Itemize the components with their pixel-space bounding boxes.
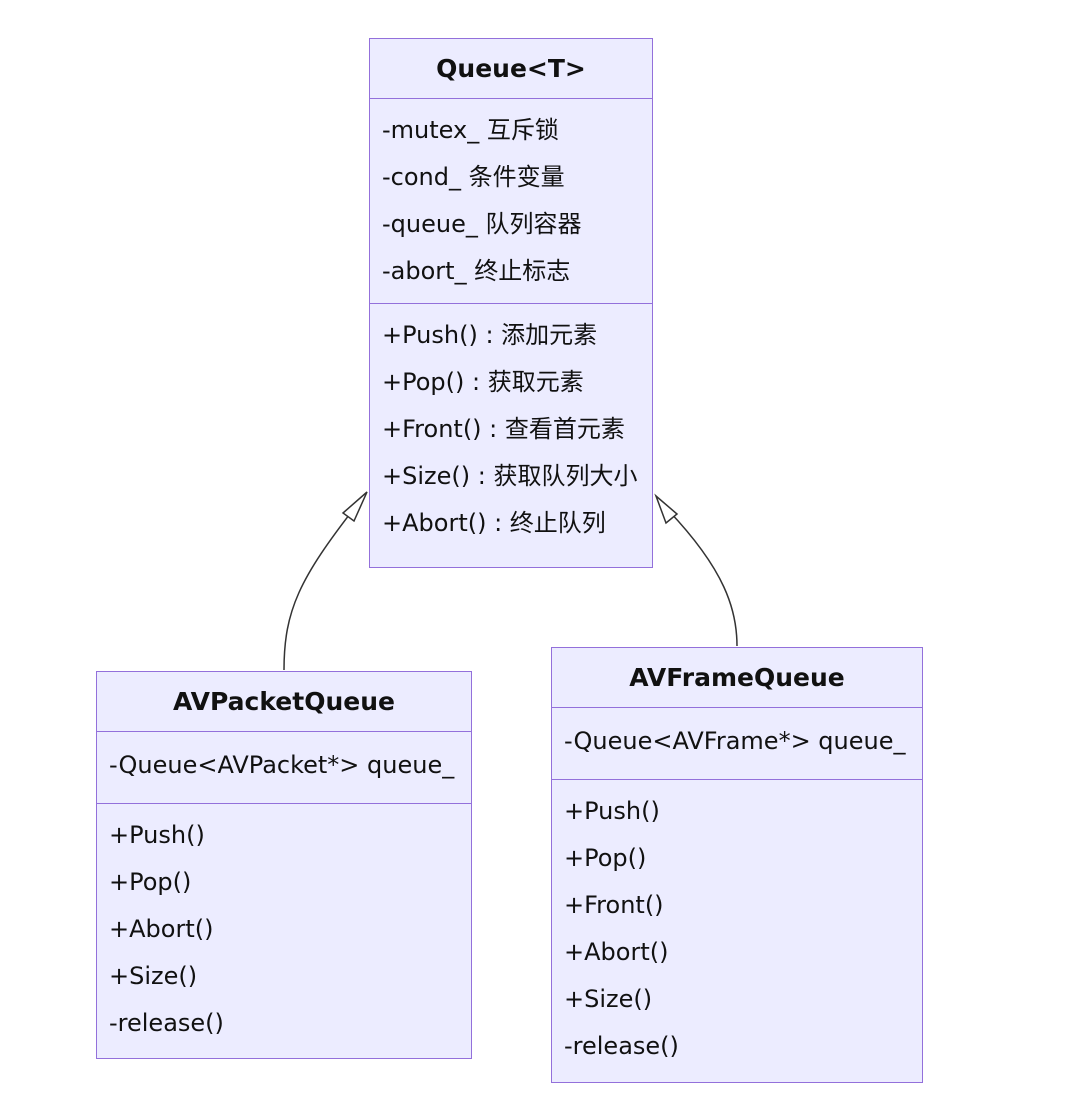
- method-pop: +Pop() : 获取元素: [382, 368, 584, 396]
- attribute-queue: -Queue<AVPacket*> queue_: [109, 751, 455, 779]
- class-avpacketqueue: AVPacketQueue -Queue<AVPacket*> queue_ +…: [96, 671, 472, 1059]
- class-avpacketqueue-name: AVPacketQueue: [97, 672, 471, 732]
- method-release: -release(): [564, 1032, 679, 1060]
- attribute-mutex: -mutex_ 互斥锁: [382, 116, 559, 144]
- method-front: +Front() : 查看首元素: [382, 415, 625, 443]
- attribute-queue: -queue_ 队列容器: [382, 210, 582, 238]
- method-release: -release(): [109, 1009, 224, 1037]
- method-abort: +Abort() : 终止队列: [382, 509, 606, 537]
- class-avframequeue-methods: +Push() +Pop() +Front() +Abort() +Size()…: [552, 780, 922, 1078]
- class-avpacketqueue-methods: +Push() +Pop() +Abort() +Size() -release…: [97, 804, 471, 1055]
- method-size: +Size(): [109, 962, 198, 990]
- attribute-cond: -cond_ 条件变量: [382, 163, 565, 191]
- class-queue-attributes: -mutex_ 互斥锁 -cond_ 条件变量 -queue_ 队列容器 -ab…: [370, 99, 652, 304]
- method-size: +Size(): [564, 985, 653, 1013]
- class-queue: Queue<T> -mutex_ 互斥锁 -cond_ 条件变量 -queue_…: [369, 38, 653, 568]
- attribute-queue: -Queue<AVFrame*> queue_: [564, 727, 906, 755]
- class-queue-methods: +Push() : 添加元素 +Pop() : 获取元素 +Front() : …: [370, 304, 652, 555]
- method-abort: +Abort(): [109, 915, 214, 943]
- method-front: +Front(): [564, 891, 664, 919]
- method-size: +Size() : 获取队列大小: [382, 462, 638, 490]
- method-push: +Push() : 添加元素: [382, 321, 598, 349]
- method-push: +Push(): [564, 797, 660, 825]
- method-push: +Push(): [109, 821, 205, 849]
- edge-avpacket-to-queue: [283, 505, 357, 671]
- inheritance-arrowhead-avpacket: [341, 491, 368, 523]
- method-pop: +Pop(): [564, 844, 647, 872]
- class-avframequeue-attributes: -Queue<AVFrame*> queue_: [552, 708, 922, 780]
- attribute-abort: -abort_ 终止标志: [382, 257, 571, 285]
- inheritance-arrowhead-avframe: [654, 493, 679, 525]
- method-abort: +Abort(): [564, 938, 669, 966]
- class-avframequeue-name: AVFrameQueue: [552, 648, 922, 708]
- class-avframequeue: AVFrameQueue -Queue<AVFrame*> queue_ +Pu…: [551, 647, 923, 1083]
- method-pop: +Pop(): [109, 868, 192, 896]
- edge-avframe-to-queue: [667, 509, 738, 647]
- class-avpacketqueue-attributes: -Queue<AVPacket*> queue_: [97, 732, 471, 804]
- class-queue-name: Queue<T>: [370, 39, 652, 99]
